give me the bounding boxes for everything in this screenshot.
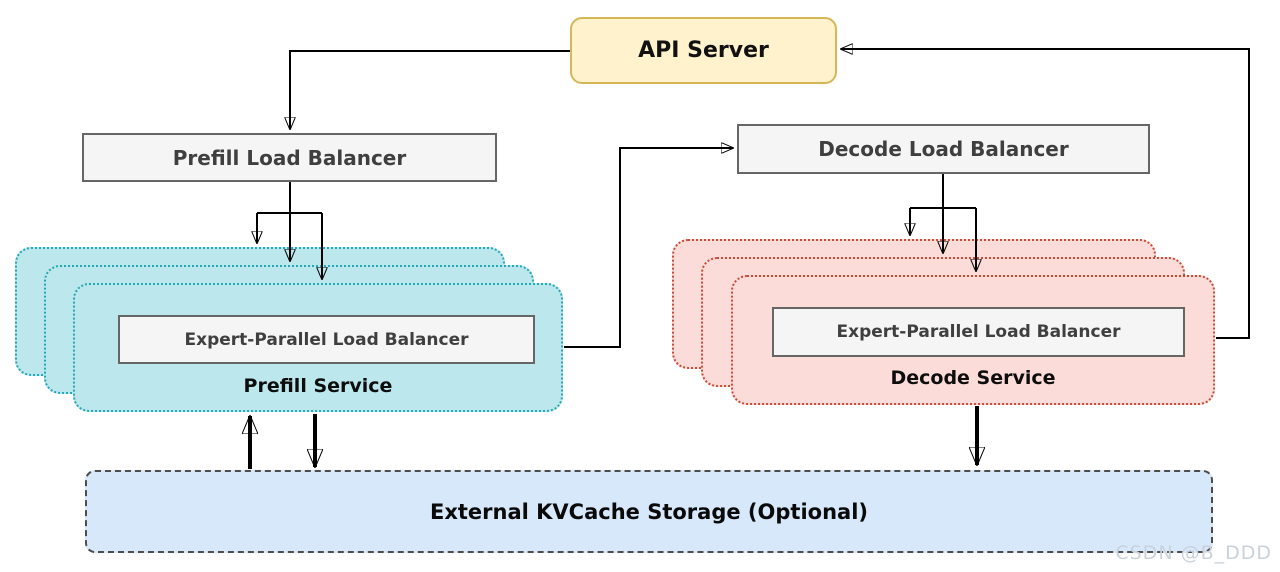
decode-service-stack: Expert-Parallel Load Balancer Decode Ser…	[672, 239, 1217, 405]
prefill-load-balancer-node: Prefill Load Balancer	[82, 133, 497, 182]
decode-load-balancer-label: Decode Load Balancer	[818, 137, 1069, 161]
decode-service-label: Decode Service	[890, 367, 1056, 389]
api-server-node: API Server	[570, 17, 837, 84]
watermark: CSDN @B_DDD	[1115, 542, 1272, 564]
decode-expert-parallel-load-balancer-node: Expert-Parallel Load Balancer	[772, 307, 1185, 357]
kvcache-storage-node: External KVCache Storage (Optional)	[85, 470, 1213, 553]
prefill-service-stack: Expert-Parallel Load Balancer Prefill Se…	[15, 247, 563, 412]
arrow-api-server-to-prefill-lb	[290, 50, 570, 129]
prefill-expert-parallel-load-balancer-label: Expert-Parallel Load Balancer	[184, 329, 469, 350]
decode-service-node: Expert-Parallel Load Balancer Decode Ser…	[731, 275, 1215, 405]
decode-expert-parallel-load-balancer-label: Expert-Parallel Load Balancer	[836, 322, 1121, 342]
line-prefill-lb-fanout	[257, 182, 322, 214]
prefill-load-balancer-label: Prefill Load Balancer	[172, 145, 407, 170]
kvcache-storage-label: External KVCache Storage (Optional)	[430, 499, 868, 524]
prefill-service-label: Prefill Service	[243, 375, 393, 397]
prefill-service-node: Expert-Parallel Load Balancer Prefill Se…	[73, 283, 563, 412]
decode-load-balancer-node: Decode Load Balancer	[737, 124, 1150, 174]
line-decode-lb-fanout	[910, 174, 976, 209]
prefill-expert-parallel-load-balancer-node: Expert-Parallel Load Balancer	[118, 315, 535, 364]
api-server-label: API Server	[638, 38, 769, 63]
